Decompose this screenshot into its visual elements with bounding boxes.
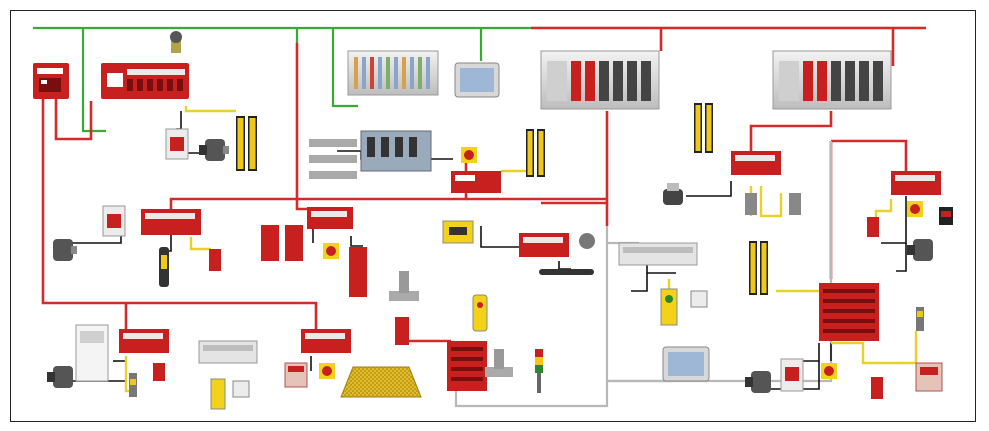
push-button-station-2[interactable] [210,378,226,410]
drive-cabinet[interactable] [75,324,109,382]
interlock-right[interactable] [939,207,953,225]
pull-cord-box[interactable] [915,362,943,392]
interlock-bottom-right[interactable] [871,377,883,399]
safety-controller-4[interactable] [519,233,569,257]
proximity-sensor[interactable] [690,290,708,308]
e-stop[interactable] [461,147,477,163]
sensor-pair[interactable] [745,193,801,215]
valve-bank[interactable] [309,130,432,179]
safety-controller-6[interactable] [891,171,941,195]
light-curtain[interactable] [236,116,257,171]
contactor[interactable] [165,128,189,160]
cable-pull-switch[interactable] [579,233,595,249]
plc-chassis-2[interactable] [772,50,892,110]
io-block-2[interactable] [198,340,258,364]
safety-controller-1[interactable] [101,31,189,99]
safety-controller-7[interactable] [119,329,169,353]
safety-relay[interactable] [451,171,501,193]
interlock-right-2[interactable] [867,217,879,237]
gateway-module[interactable] [33,63,69,99]
e-stop-2[interactable] [323,243,339,259]
light-curtain-2[interactable] [526,129,545,177]
motor-4[interactable] [745,371,771,393]
cable-sensor-left[interactable] [129,373,137,397]
sensor-rod[interactable] [539,269,594,275]
pendant[interactable] [472,294,488,332]
cable-sensor-right[interactable] [916,307,924,331]
hmi-panel-2[interactable] [662,346,710,382]
contactor-2[interactable] [102,205,126,237]
safety-network-diagram [33,26,953,410]
io-rack[interactable] [347,50,439,96]
safety-controller-8[interactable] [301,329,351,353]
motor-2[interactable] [53,239,77,261]
safety-relay-2[interactable] [349,247,367,297]
door-interlock[interactable] [261,225,303,261]
motor-3[interactable] [907,239,933,261]
light-curtain-4[interactable] [749,241,768,295]
safety-controller-2[interactable] [141,209,201,235]
safety-relay-main[interactable] [819,283,879,341]
e-stop-4[interactable] [821,363,837,379]
motor-5[interactable] [47,366,73,388]
enabling-switch[interactable] [159,247,169,287]
interlock-bottom-left[interactable] [153,363,165,381]
laser-scanner[interactable] [442,220,474,244]
hmi-panel[interactable] [454,62,500,98]
valve[interactable] [389,271,419,301]
e-stop-3[interactable] [907,201,923,217]
safety-mat[interactable] [340,366,422,398]
pull-cord-box-2[interactable] [284,362,308,388]
motor[interactable] [199,139,229,161]
interlock-switch-2[interactable] [395,317,409,345]
safety-relay-3[interactable] [447,341,487,391]
interlock-switch[interactable] [209,249,221,271]
io-block[interactable] [618,242,698,266]
devices [33,31,953,410]
safety-controller-3[interactable] [307,207,353,229]
contactor-3[interactable] [780,358,804,392]
light-curtain-3[interactable] [694,103,713,153]
valve-2[interactable] [485,349,513,377]
push-button-station[interactable] [660,288,678,326]
stack-light[interactable] [535,349,543,393]
proximity-sensor-2[interactable] [232,380,250,398]
diagram-frame [10,10,976,422]
plc-chassis[interactable] [540,50,660,110]
stack-light-top[interactable] [663,183,683,205]
safety-controller-5[interactable] [731,151,781,175]
e-stop-5[interactable] [319,363,335,379]
gray-ethernet [454,141,833,408]
